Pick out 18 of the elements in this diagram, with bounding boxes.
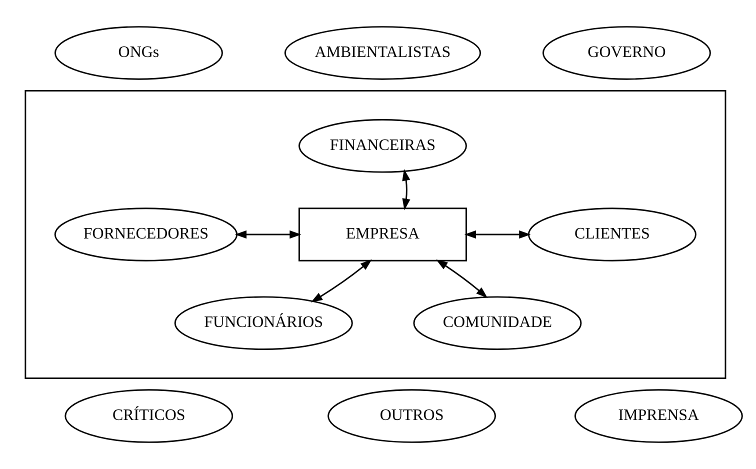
arrow bbox=[436, 260, 488, 298]
node-ellipse: FINANCEIRAS bbox=[298, 119, 467, 173]
arrow bbox=[234, 230, 302, 239]
cluster bbox=[24, 90, 726, 380]
node-ellipse: ONGs bbox=[54, 26, 223, 80]
node-ellipse: OUTROS bbox=[328, 389, 496, 443]
node-box: EMPRESA bbox=[298, 208, 467, 262]
node-ellipse: IMPRENSA bbox=[574, 389, 743, 443]
arrow bbox=[402, 169, 410, 210]
node-ellipse: FUNCIONÁRIOS bbox=[174, 296, 353, 350]
arrow bbox=[464, 230, 531, 239]
node-ellipse: CRÍTICOS bbox=[64, 389, 234, 443]
node-ellipse: GOVERNO bbox=[542, 26, 711, 80]
node-ellipse: CLIENTES bbox=[528, 208, 696, 262]
node-ellipse: AMBIENTALISTAS bbox=[284, 26, 482, 80]
node-ellipse: COMUNIDADE bbox=[413, 296, 582, 350]
node-ellipse: FORNECEDORES bbox=[54, 208, 238, 262]
arrow bbox=[310, 259, 372, 302]
